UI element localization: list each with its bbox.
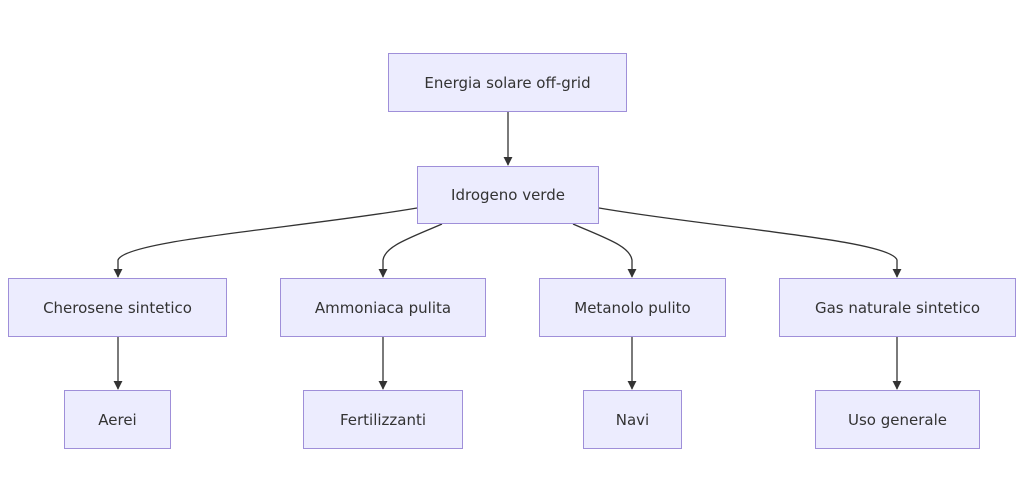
node-ammoniaca-pulita: Ammoniaca pulita (280, 278, 486, 337)
node-gas-naturale-sintetico: Gas naturale sintetico (779, 278, 1016, 337)
node-idrogeno-verde: Idrogeno verde (417, 166, 599, 224)
node-cherosene-sintetico: Cherosene sintetico (8, 278, 227, 337)
edge-hydrogen-to-methanol (572, 223, 637, 278)
edge-hydrogen-to-gas (598, 207, 902, 278)
node-uso-generale: Uso generale (815, 390, 980, 449)
edge-hydrogen-to-kerosene (113, 207, 418, 278)
edge-hydrogen-to-ammonia (378, 223, 443, 278)
node-fertilizzanti: Fertilizzanti (303, 390, 463, 449)
node-metanolo-pulito: Metanolo pulito (539, 278, 726, 337)
node-aerei: Aerei (64, 390, 171, 449)
node-navi: Navi (583, 390, 682, 449)
node-energia-solare-off-grid: Energia solare off-grid (388, 53, 627, 112)
